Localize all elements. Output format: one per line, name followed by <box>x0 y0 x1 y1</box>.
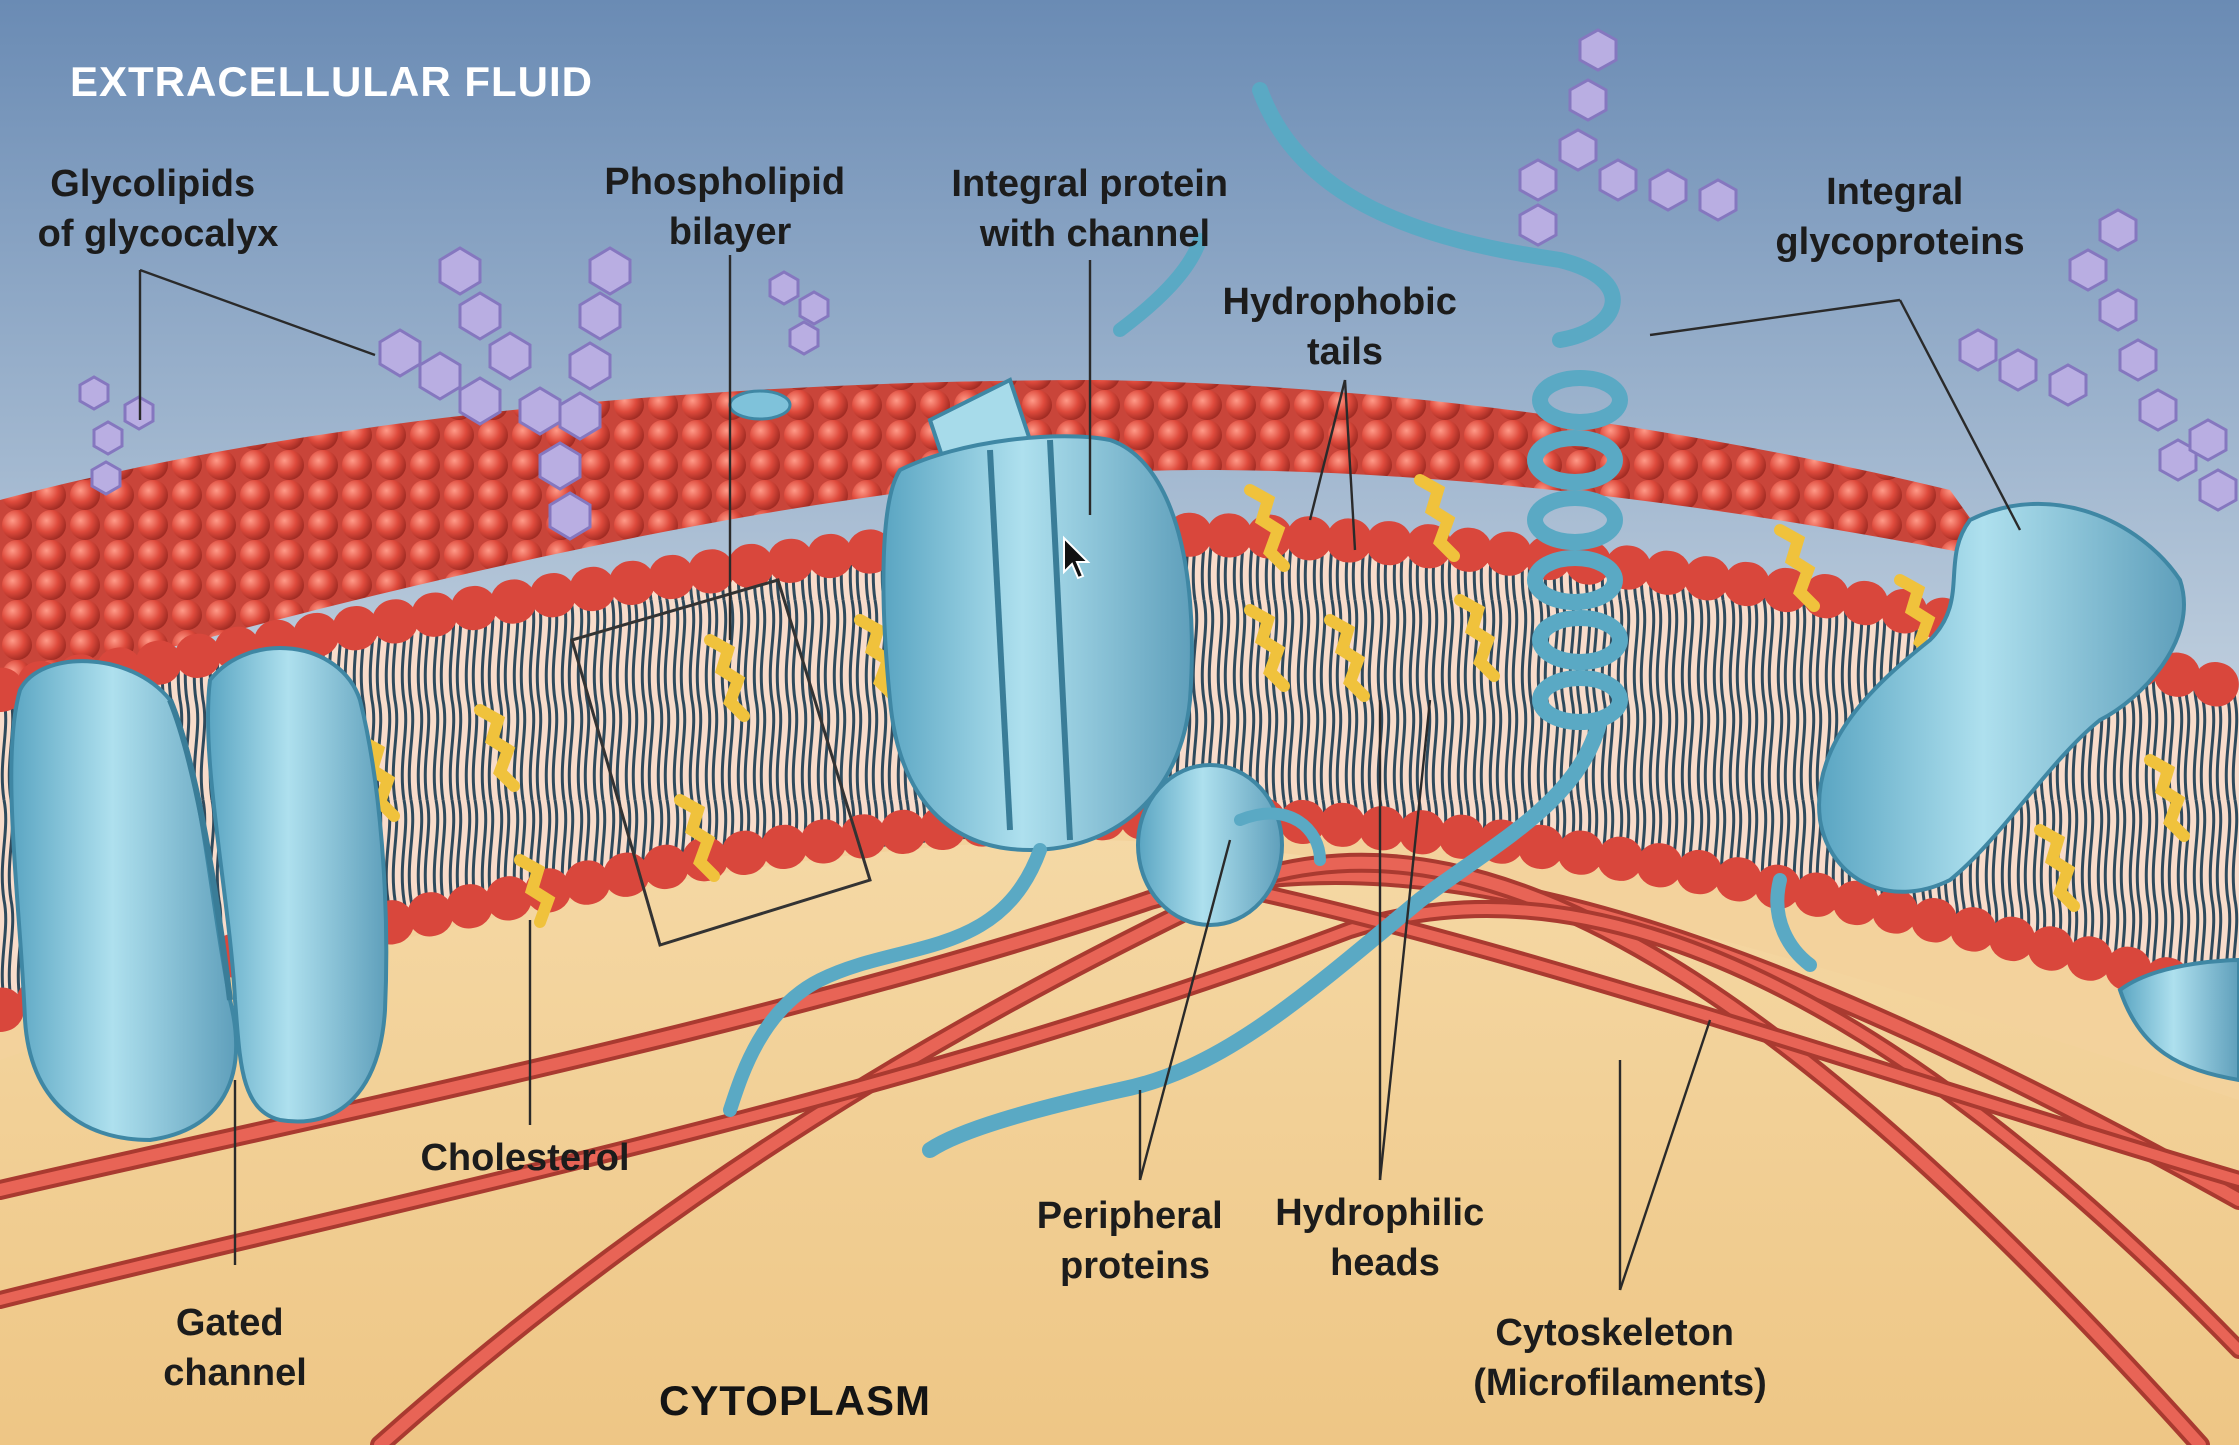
label-gated-channel-line2: channel <box>163 1352 307 1394</box>
label-cytoskeleton: Cytoskeleton (Microfilaments) <box>1473 1312 1766 1404</box>
label-glycolipids: Glycolipids of glycocalyx <box>38 163 279 255</box>
label-glycolipids-line2: of glycocalyx <box>38 213 279 255</box>
label-gated-channel-line1: Gated <box>176 1302 284 1344</box>
label-cytoskeleton-line1: Cytoskeleton <box>1495 1312 1734 1354</box>
integral-protein-channel <box>881 233 1207 853</box>
leader-lines <box>138 255 2022 1291</box>
label-peripheral-line2: proteins <box>1060 1245 1210 1287</box>
label-gated-channel: Gated channel <box>163 1302 307 1394</box>
membrane-top-surface <box>0 380 2000 690</box>
peripheral-proteins <box>723 389 1326 1117</box>
label-hydrophilic-line2: heads <box>1330 1242 1440 1284</box>
label-integral-protein-line2: with channel <box>979 213 1210 255</box>
label-phospholipid-line2: bilayer <box>669 211 792 253</box>
glycan-chains <box>78 28 2238 541</box>
integral-glycoprotein-right <box>1770 501 2239 1083</box>
label-hydrophobic-line1: Hydrophobic <box>1223 281 1457 323</box>
gated-channel-protein <box>9 646 389 1143</box>
label-cytoskeleton-line2: (Microfilaments) <box>1473 1362 1766 1404</box>
label-peripheral-line1: Peripheral <box>1037 1195 1223 1237</box>
phospholipid-zoom-box <box>570 578 872 947</box>
mouse-cursor-icon <box>1063 535 1091 580</box>
label-cholesterol-line1: Cholesterol <box>420 1137 629 1179</box>
label-integral-protein-channel: Integral protein with channel <box>951 163 1238 255</box>
label-integral-protein-line1: Integral protein <box>951 163 1228 205</box>
label-cholesterol: Cholesterol <box>420 1137 629 1179</box>
region-label-extracellular: EXTRACELLULAR FLUID <box>70 58 593 105</box>
integral-glycoprotein-helix <box>922 82 1628 1158</box>
label-hydrophilic-line1: Hydrophilic <box>1275 1192 1484 1234</box>
label-hydrophobic-tails: Hydrophobic tails <box>1223 281 1468 373</box>
label-glycoproteins-line1: Integral <box>1826 171 1963 213</box>
label-glycolipids-line1: Glycolipids <box>50 163 255 205</box>
label-phospholipid-bilayer: Phospholipid bilayer <box>604 161 855 253</box>
label-integral-glycoproteins: Integral glycoproteins <box>1775 171 2024 263</box>
cholesterol-molecules <box>354 474 2190 928</box>
label-glycoproteins-line2: glycoproteins <box>1775 221 2024 263</box>
label-hydrophobic-line2: tails <box>1307 331 1383 373</box>
label-peripheral-proteins: Peripheral proteins <box>1037 1195 1233 1287</box>
region-label-cytoplasm: CYTOPLASM <box>659 1377 931 1424</box>
label-phospholipid-line1: Phospholipid <box>604 161 845 203</box>
label-hydrophilic-heads: Hydrophilic heads <box>1275 1192 1495 1284</box>
